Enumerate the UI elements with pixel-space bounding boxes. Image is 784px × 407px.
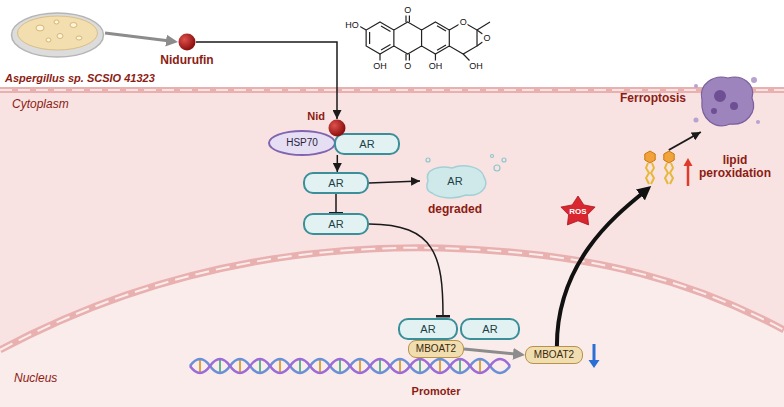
compound-ball (178, 33, 196, 51)
protein-box: AR (334, 133, 400, 155)
outcome-label: Ferroptosis (620, 92, 686, 105)
node-label: AR (328, 178, 343, 189)
ros-star-fill (561, 196, 595, 225)
cytoplasm-region (0, 88, 784, 407)
nuclear-envelope (0, 248, 784, 350)
source-organism: Aspergillus sp. SCSIO 41323 (10, 8, 105, 58)
atom-label: HO (344, 21, 360, 30)
region-label: Nucleus (14, 372, 57, 384)
atom-label: OH (372, 62, 388, 71)
arrow-connector (369, 181, 420, 183)
atom-label: O (403, 6, 412, 15)
atom-label: O (482, 34, 491, 43)
increase-arrow (687, 165, 690, 186)
arrow-connector (196, 42, 337, 119)
petri-dish (10, 8, 105, 58)
dish-agar (18, 16, 98, 50)
dna-base-pair (200, 360, 480, 373)
process-label: lipid peroxidation (694, 154, 776, 180)
node-label: MBOAT2 (534, 350, 574, 360)
compound-node: Nidurufin (178, 33, 196, 51)
protein-box: AR (398, 318, 458, 340)
atom-label: OH (428, 62, 444, 71)
decrease-arrow (593, 344, 596, 361)
compound-ball-fill (329, 120, 346, 137)
arrow-connector (669, 132, 701, 150)
atom-label: O (459, 18, 468, 27)
nucleus-region (0, 248, 784, 407)
arrow-connector (464, 349, 519, 354)
cell-spots (711, 90, 738, 114)
compound-node: Nid (328, 119, 346, 137)
node-label: AR (359, 139, 374, 150)
atom-label: OH (468, 62, 484, 71)
region-label: Promoter (412, 386, 461, 397)
compound-ball (328, 119, 346, 137)
protein-box: AR (460, 318, 520, 340)
node-label: AR (420, 324, 435, 335)
cell-membrane-inner (0, 89, 784, 91)
state-label: degraded (428, 203, 482, 216)
node-label: MBOAT2 (416, 344, 456, 354)
lipid-node: lipid peroxidation (638, 150, 682, 186)
compound-label: Nid (307, 110, 325, 122)
lipid-heads (645, 151, 674, 163)
degraded-protein-node: ARdegraded (420, 163, 490, 199)
protein-box: AR (303, 172, 369, 194)
node-label: AR (328, 219, 343, 230)
arrow-connector (335, 194, 337, 213)
node-label: ROS (569, 208, 586, 216)
compound-label: Nidurufin (160, 54, 213, 67)
region-label: Cytoplasm (12, 98, 69, 110)
increase-arrow-head (684, 158, 693, 166)
compound-ball-fill (179, 34, 196, 51)
ferroptotic-cell (690, 70, 762, 132)
dna-strand (190, 359, 510, 373)
outcome-node: Ferroptosis (690, 70, 762, 132)
ros-node: ROS (560, 196, 596, 228)
structure-bonds (360, 16, 491, 61)
lipid-icon (638, 150, 682, 186)
protein-box: AR (303, 213, 369, 235)
atom-label: O (403, 62, 412, 71)
arrow-connector (337, 155, 339, 172)
node-label: AR (482, 324, 497, 335)
cell-body (701, 77, 753, 126)
dna-strand (190, 359, 510, 373)
protein-oval: HSP70 (268, 130, 336, 156)
nuclear-envelope-inner (0, 248, 784, 350)
node-label: HSP70 (286, 138, 318, 148)
cell-fragments (694, 77, 761, 124)
gene-box: MBOAT2 (525, 346, 583, 364)
lipid-tails (646, 163, 673, 184)
dish-rim (12, 13, 104, 57)
arrow-connector (369, 224, 443, 316)
decrease-arrow-head (589, 360, 600, 368)
gene-box: MBOAT2 (408, 340, 464, 358)
organism-label: Aspergillus sp. SCSIO 41323 (5, 72, 155, 84)
degraded-protein-fill (427, 166, 486, 198)
arrow-connector (557, 190, 647, 346)
node-label: AR (447, 176, 462, 187)
fungal-colonies (36, 20, 82, 42)
arrow-connector (105, 33, 172, 41)
